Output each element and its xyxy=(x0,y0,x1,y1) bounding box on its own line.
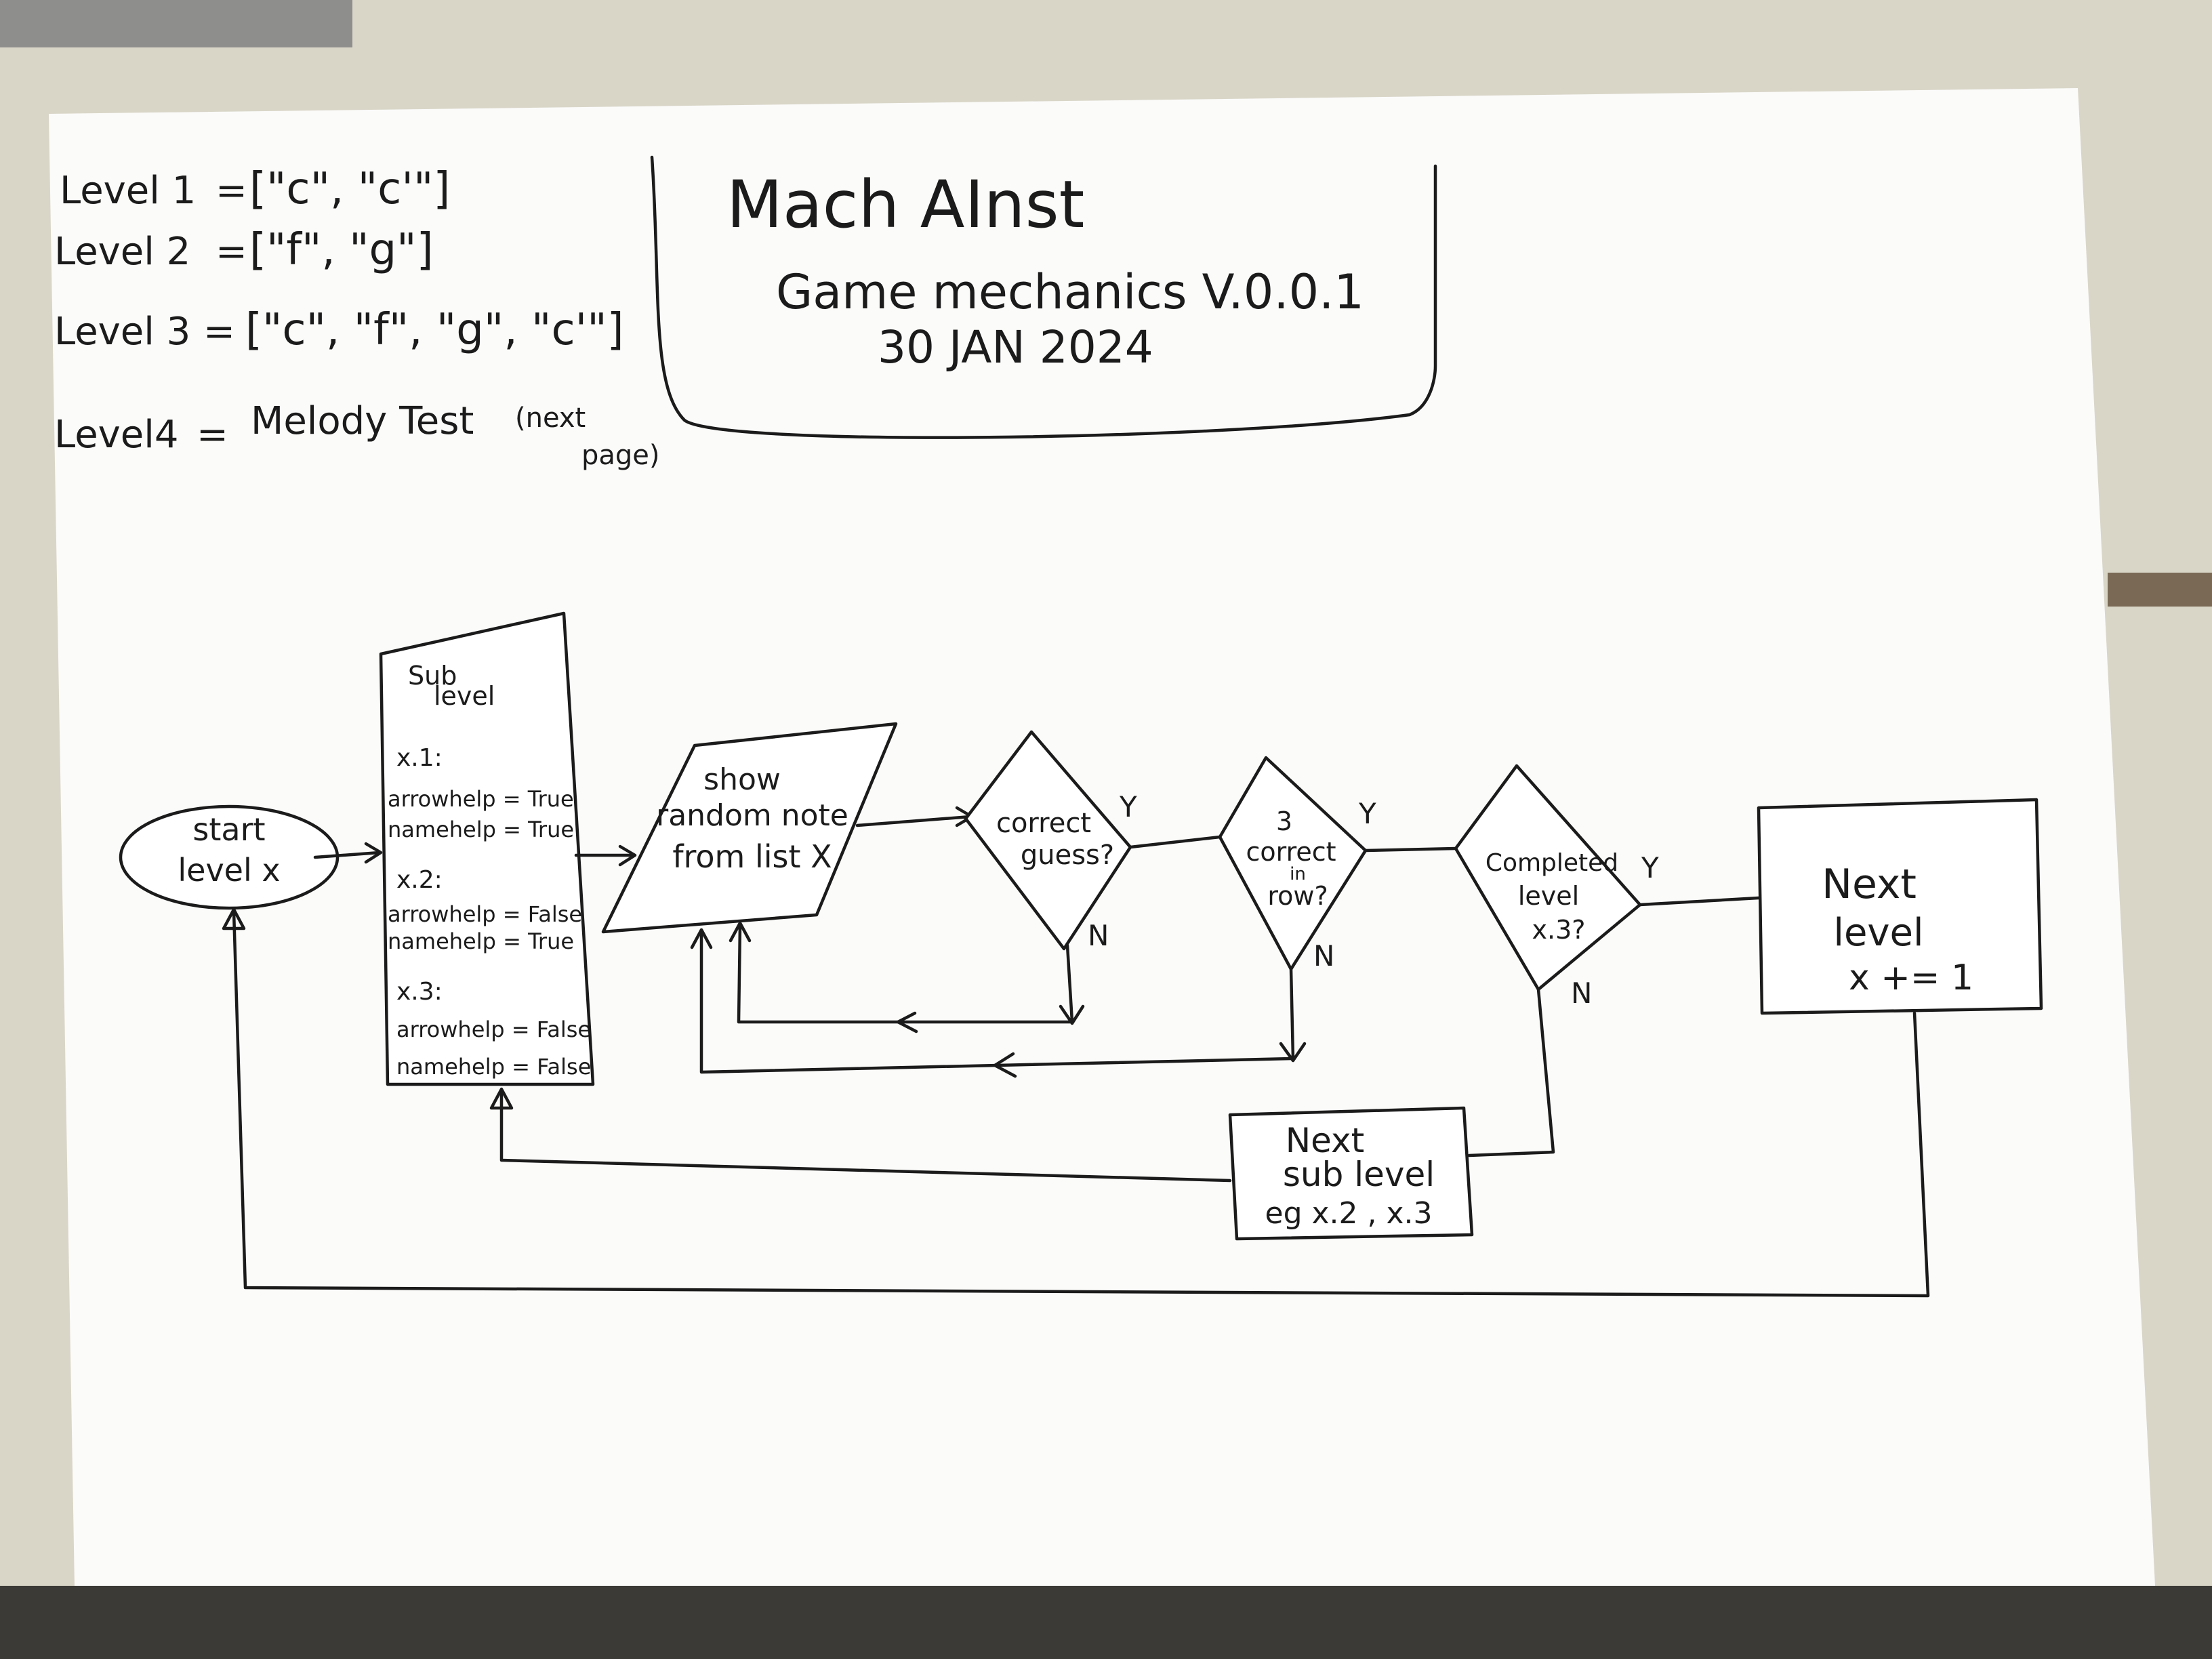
line-completed-no xyxy=(1467,987,1555,1158)
arrowhead-sublevel-to-shownote xyxy=(618,844,637,867)
three-correct-line3: in xyxy=(1290,864,1306,884)
arrowhead-guess-no-left xyxy=(896,1011,918,1033)
shownote-line1: show xyxy=(703,762,781,797)
loop-nextlevel-to-start xyxy=(232,909,1930,1298)
correct-guess-diamond xyxy=(964,730,1132,951)
table-edge-mark xyxy=(2108,573,2212,607)
title-box-outline xyxy=(650,155,1437,439)
completed-line2: level xyxy=(1518,881,1579,911)
date-text: 30 JAN 2024 xyxy=(878,321,1153,373)
arrowhead-three-no-up xyxy=(690,928,713,949)
bottom-shadow xyxy=(0,1586,2212,1659)
arrowhead-to-start xyxy=(222,907,246,930)
level-3-equals: = xyxy=(203,310,235,354)
next-sublevel-box xyxy=(1228,1106,1474,1241)
arrow-start-to-sublevel xyxy=(313,851,382,859)
level-list: Level 1 = ["c", "c'"] Level 2 = ["f", "g… xyxy=(54,164,660,471)
next-level-line2: level xyxy=(1833,911,1923,955)
sublevel-row-2: arrowhelp = True xyxy=(388,786,574,812)
next-level-box xyxy=(1757,798,2043,1015)
completed-yes: Y xyxy=(1641,851,1659,884)
sublevel-box xyxy=(379,611,595,1086)
start-line2: level x xyxy=(178,852,280,888)
next-sublevel-line3: eg x.2 , x.3 xyxy=(1265,1196,1433,1231)
dark-corner xyxy=(0,0,352,47)
correct-guess-yes: Y xyxy=(1119,790,1137,823)
level-4-note-line2: page) xyxy=(581,440,660,471)
title-text: Mach AInst xyxy=(726,167,1084,243)
level-4-label: Level4 xyxy=(54,413,178,457)
arrowhead-three-no-left xyxy=(993,1052,1017,1078)
sublevel-row-6: namehelp = True xyxy=(388,928,574,954)
level-4-equals: = xyxy=(197,413,228,457)
sublevel-row-4: x.2: xyxy=(396,866,443,894)
sublevel-heading2: level xyxy=(434,681,495,711)
arrowhead-guess-no-up xyxy=(729,921,752,943)
level-1-label: Level 1 xyxy=(60,169,196,213)
level-2-equals: = xyxy=(216,230,247,274)
three-correct-line4: row? xyxy=(1267,881,1328,911)
completed-line3: x.3? xyxy=(1532,915,1586,945)
start-terminal xyxy=(119,804,340,910)
next-sublevel-line2: sub level xyxy=(1283,1155,1435,1194)
level-1-value: ["c", "c'"] xyxy=(249,164,450,214)
level-3-value: ["c", "f", "g", "c'"] xyxy=(245,305,624,355)
line-guess-to-three xyxy=(1128,835,1222,849)
correct-guess-no: N xyxy=(1088,919,1109,952)
arrow-shownote-to-guess xyxy=(855,815,972,827)
title-box: Mach AInst Game mechanics V.0.0.1 30 JAN… xyxy=(650,155,1437,439)
shownote-line2: random note xyxy=(656,798,848,833)
sublevel-row-3: namehelp = True xyxy=(388,817,574,842)
shownote-line3: from list X xyxy=(672,838,832,875)
three-correct-no: N xyxy=(1313,939,1334,972)
correct-guess-line2: guess? xyxy=(1021,840,1114,871)
arrowhead-guess-no-down xyxy=(1059,1004,1085,1025)
completed-no: N xyxy=(1571,977,1592,1010)
sublevel-row-1: x.1: xyxy=(396,744,443,772)
subtitle-text: Game mechanics V.0.0.1 xyxy=(776,264,1364,320)
level-4-note-line1: (next xyxy=(515,403,586,434)
next-sublevel-line1: Next xyxy=(1286,1121,1364,1160)
next-level-line1: Next xyxy=(1822,861,1917,908)
loop-nextsub-to-sublevel xyxy=(499,1089,1232,1183)
level-2-label: Level 2 xyxy=(54,230,190,274)
level-3-label: Level 3 xyxy=(54,310,190,354)
completed-line1: Completed xyxy=(1486,849,1618,877)
arrowhead-three-no-down xyxy=(1279,1042,1307,1063)
level-2-value: ["f", "g"] xyxy=(249,225,434,275)
flowchart: start level x Sub level x.1: arrowhelp =… xyxy=(119,611,2043,1298)
sublevel-row-5: arrowhelp = False xyxy=(388,901,582,927)
three-correct-line2: correct xyxy=(1246,837,1336,867)
start-line1: start xyxy=(192,811,265,848)
sublevel-row-9: namehelp = False xyxy=(396,1054,591,1080)
sublevel-row-7: x.3: xyxy=(396,978,443,1006)
three-correct-yes: Y xyxy=(1358,797,1376,830)
arrowhead-start-to-sublevel xyxy=(364,842,383,864)
line-completed-to-nextlevel xyxy=(1638,896,1761,907)
level-1-equals: = xyxy=(216,169,247,213)
arrowhead-to-sublevel xyxy=(489,1087,514,1110)
next-level-line3: x += 1 xyxy=(1849,958,1973,998)
correct-guess-line1: correct xyxy=(996,808,1091,839)
level-4-value: Melody Test xyxy=(251,399,474,443)
sublevel-heading1: Sub xyxy=(408,661,457,691)
sublevel-row-8: arrowhelp = False xyxy=(396,1017,591,1042)
three-correct-line1: 3 xyxy=(1276,806,1292,836)
loop-guess-no xyxy=(737,923,1074,1024)
shownote-parallelogram xyxy=(601,722,898,934)
line-three-to-completed xyxy=(1364,846,1458,853)
